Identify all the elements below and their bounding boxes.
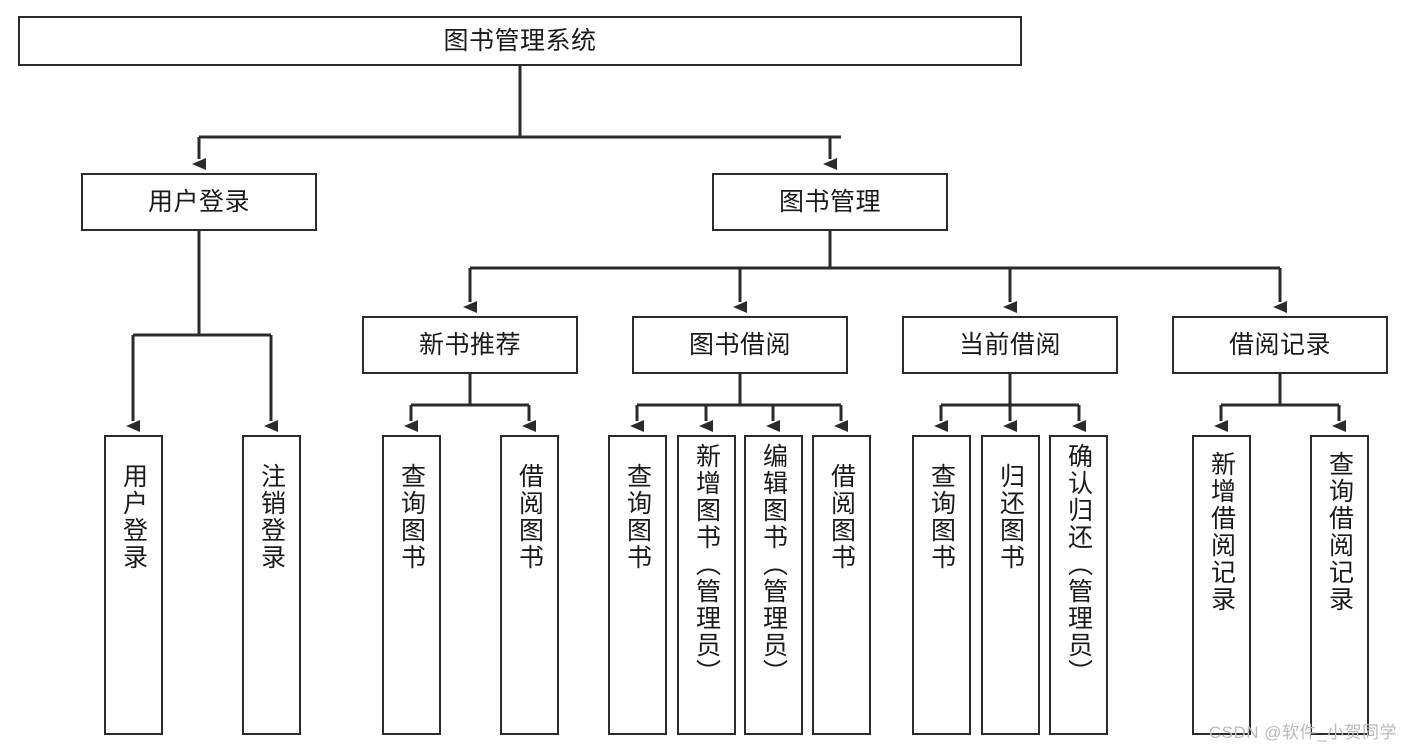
node-label: 借阅图书 [515, 463, 544, 571]
leaf-borrow-add-book-admin[interactable]: 新增图书（管理员） [677, 435, 736, 735]
node-label: 新增图书（管理员） [692, 443, 721, 686]
node-label: 查询图书 [623, 463, 652, 571]
node-label: 当前借阅 [958, 331, 1061, 359]
leaf-borrow-query-book[interactable]: 查询图书 [608, 435, 667, 735]
node-label: 借阅记录 [1228, 331, 1331, 359]
node-label: 图书借阅 [688, 331, 791, 359]
node-label: 查询图书 [397, 463, 426, 571]
leaf-recommend-query-book[interactable]: 查询图书 [382, 435, 441, 735]
leaf-record-add-record[interactable]: 新增借阅记录 [1192, 435, 1251, 735]
node-label: 查询借阅记录 [1325, 451, 1354, 613]
node-user-login[interactable]: 用户登录 [81, 173, 317, 231]
node-current-borrow[interactable]: 当前借阅 [902, 316, 1118, 374]
watermark: CSDN @软件_小贺同学 [1208, 723, 1397, 742]
leaf-borrow-edit-book-admin[interactable]: 编辑图书（管理员） [744, 435, 803, 735]
node-root-system[interactable]: 图书管理系统 [18, 16, 1022, 66]
leaf-user-login-logout[interactable]: 注销登录 [242, 435, 301, 735]
leaf-current-confirm-return-admin[interactable]: 确认归还（管理员） [1049, 435, 1108, 735]
node-book-management[interactable]: 图书管理 [712, 173, 948, 231]
leaf-borrow-borrow-book[interactable]: 借阅图书 [812, 435, 871, 735]
node-label: 用户登录 [147, 188, 250, 216]
leaf-recommend-borrow-book[interactable]: 借阅图书 [500, 435, 559, 735]
node-label: 用户登录 [119, 463, 148, 571]
node-label: 图书管理系统 [443, 27, 597, 55]
leaf-record-query-record[interactable]: 查询借阅记录 [1310, 435, 1369, 735]
node-label: 归还图书 [996, 463, 1025, 571]
node-label: 借阅图书 [827, 463, 856, 571]
node-new-book-recommend[interactable]: 新书推荐 [362, 316, 578, 374]
node-book-borrow[interactable]: 图书借阅 [632, 316, 848, 374]
leaf-current-return-book[interactable]: 归还图书 [981, 435, 1040, 735]
node-label: 查询图书 [927, 463, 956, 571]
node-borrow-record[interactable]: 借阅记录 [1172, 316, 1388, 374]
node-label: 编辑图书（管理员） [759, 443, 788, 686]
node-label: 确认归还（管理员） [1064, 443, 1093, 686]
leaf-user-login-login[interactable]: 用户登录 [104, 435, 163, 735]
node-label: 新增借阅记录 [1207, 451, 1236, 613]
node-label: 注销登录 [257, 463, 286, 571]
node-label: 图书管理 [778, 188, 881, 216]
leaf-current-query-book[interactable]: 查询图书 [912, 435, 971, 735]
node-label: 新书推荐 [418, 331, 521, 359]
